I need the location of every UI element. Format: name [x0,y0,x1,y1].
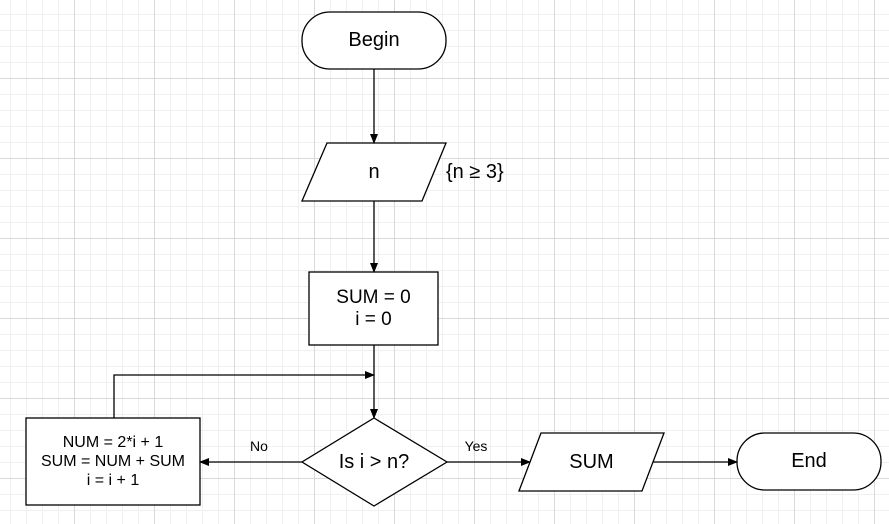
input-n-parallelogram[interactable] [301,142,447,202]
output-sum-parallelogram[interactable] [518,432,665,492]
begin-label: Begin [348,29,400,51]
loop-body-label: NUM = 2*i + 1 SUM = NUM + SUM i = i + 1 [40,434,185,489]
output-sum-label: SUM [569,450,614,473]
input-n-label: n [368,160,380,183]
decision-diamond[interactable] [300,417,449,507]
edge-loop-back [113,371,375,418]
end-label: End [791,450,827,472]
init-label: SUM = 0 i = 0 [336,286,411,330]
no-edge-label: No [250,438,268,454]
yes-edge-label: Yes [464,438,488,454]
decision-label: Is i > n? [338,450,410,473]
loop-body-process-box[interactable] [25,417,201,506]
constraint-annotation: {n ≥ 3} [446,160,504,183]
init-process-box[interactable] [308,271,439,346]
